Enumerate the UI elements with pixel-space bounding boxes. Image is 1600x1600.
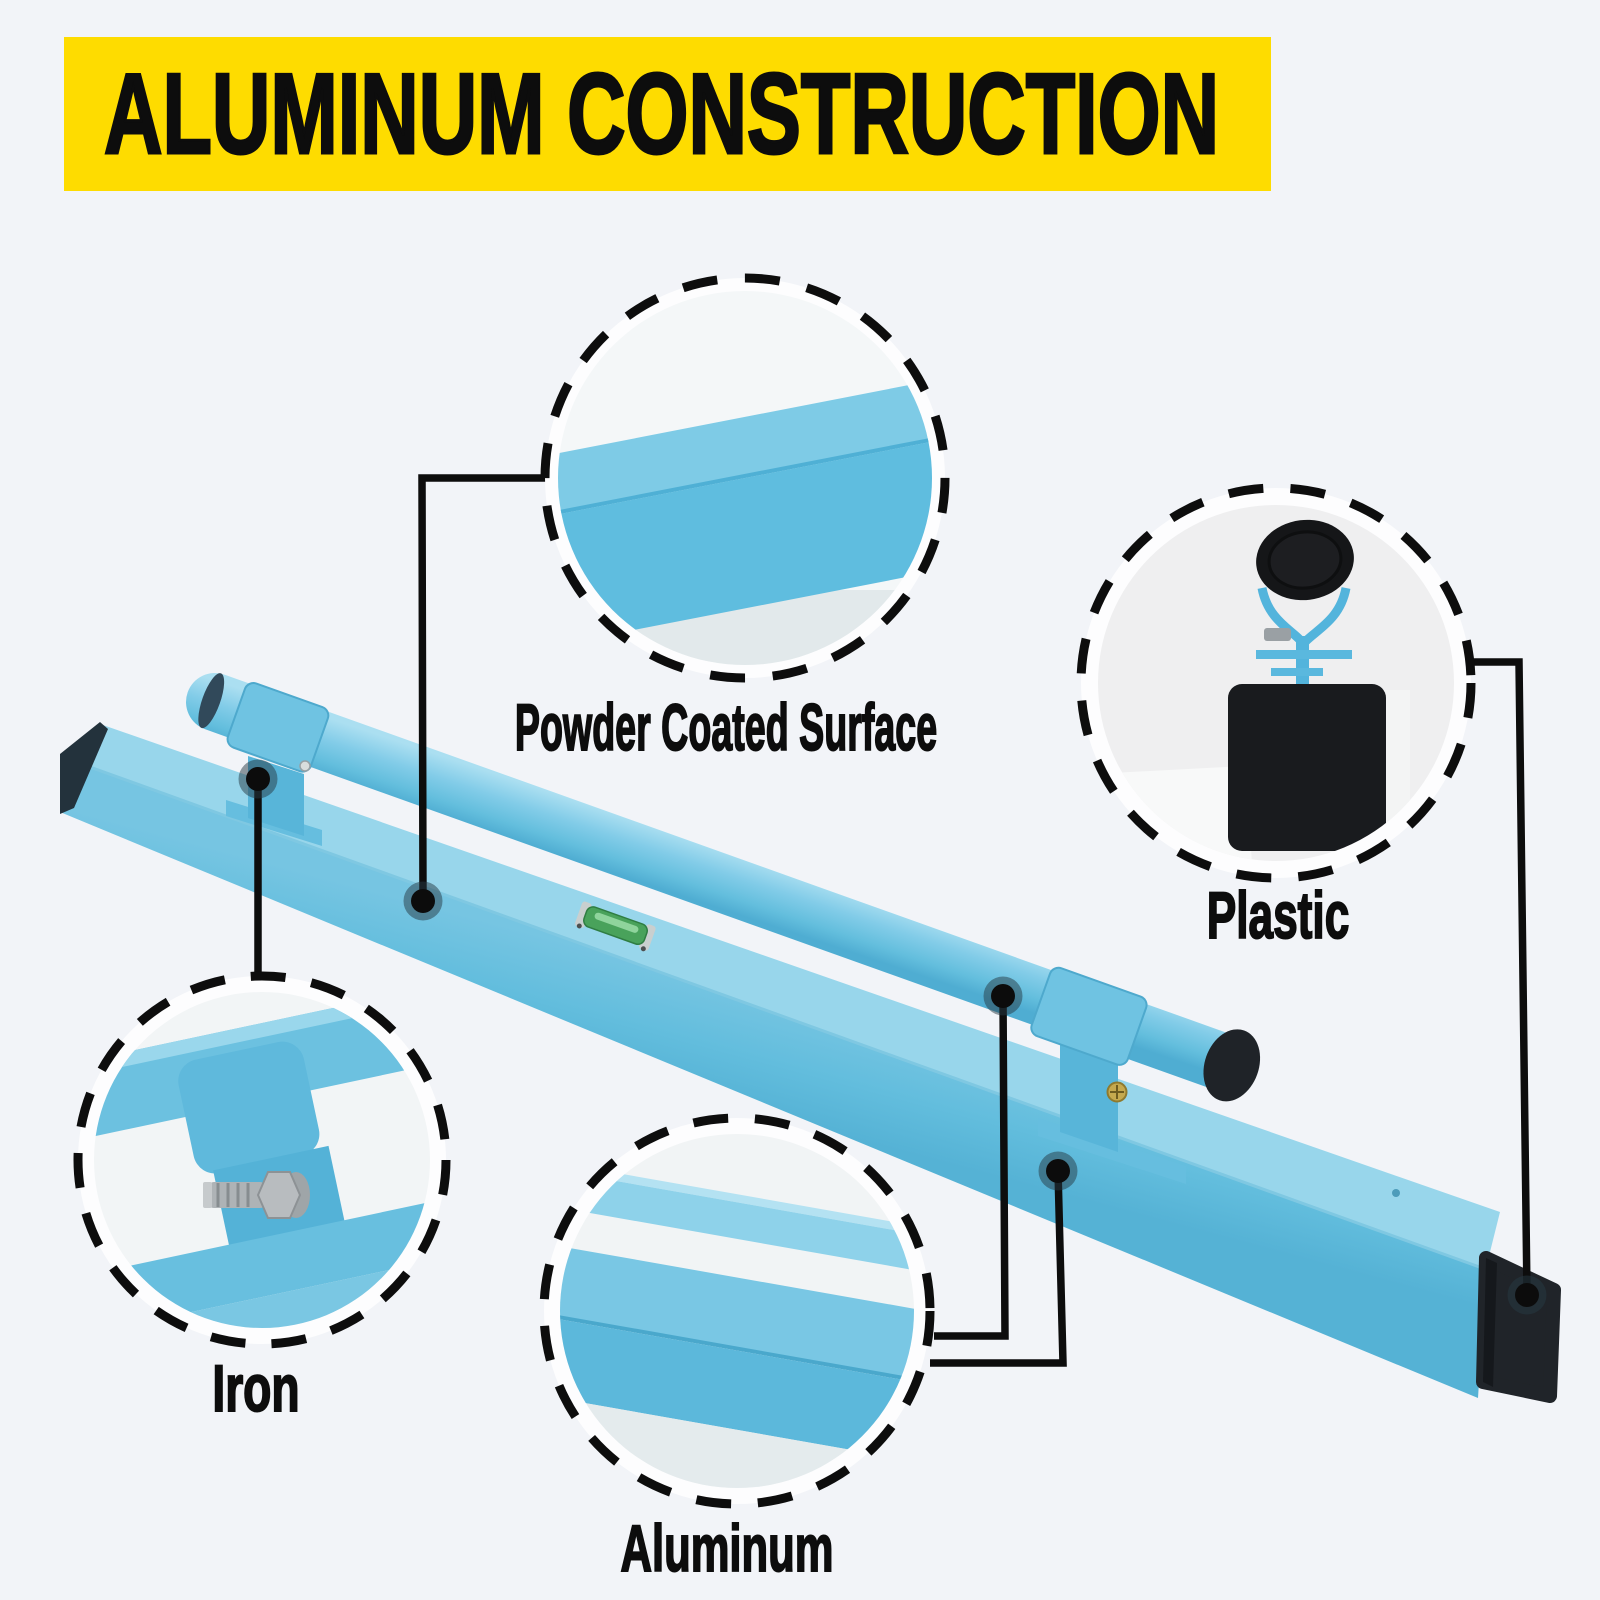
plastic-block [1228,684,1386,851]
connector-line-plastic [1473,658,1531,1296]
connector-dot-aluminum-handle [983,976,1023,1016]
label-powder-coated-surface: Powder Coated Surface [514,689,938,765]
clamp-screw [1106,1081,1128,1103]
plastic-pad [1256,519,1354,601]
banner-title: ALUMINUM CONSTRUCTION [103,49,1220,179]
connector-dot-plastic [1507,1275,1547,1315]
label-plastic: Plastic [1206,877,1350,953]
connector-line-powder [418,474,548,902]
label-iron: Iron [212,1350,301,1426]
clamp-right [1030,966,1148,1066]
connector-dot-iron [238,759,278,799]
connector-line-aluminum-beam [930,1170,1067,1367]
connector-dot-aluminum-beam [1038,1151,1078,1191]
tube-end-cap [1203,1029,1261,1102]
level-vial [575,901,656,952]
banner: ALUMINUM CONSTRUCTION [64,37,1271,191]
label-aluminum: Aluminum [620,1510,834,1586]
tube-left-end [198,673,225,729]
clamp-left [226,682,330,773]
connector-line-aluminum-handle [934,995,1009,1340]
callout-circle-powder [540,273,950,683]
connector-dot-powder [403,881,443,921]
iron-bolt [203,1171,310,1219]
beam-left-end [60,722,108,814]
handle-bracket-right [1038,1042,1186,1184]
callout-circle-aluminum [539,1113,935,1509]
callout-circle-plastic [1076,483,1476,883]
